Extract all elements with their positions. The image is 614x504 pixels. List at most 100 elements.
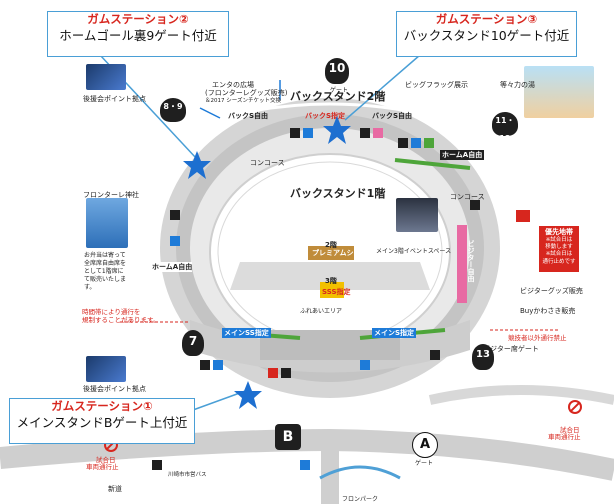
- goods-booth-photo: [86, 64, 126, 90]
- star-icon[interactable]: [322, 115, 352, 145]
- leader-3: [344, 54, 421, 121]
- toilet-icon: [152, 460, 162, 470]
- gate-word: ゲート: [330, 87, 349, 94]
- concourse-right-label: コンコース: [450, 193, 485, 201]
- floor-2-label: 2階: [325, 241, 337, 249]
- gate-a[interactable]: A: [412, 432, 438, 458]
- hospitality-label: 等々力の湯: [500, 81, 535, 89]
- star-icon[interactable]: [182, 150, 212, 180]
- toilet-icon: [170, 236, 180, 246]
- no-visitor-label: 試合日: [560, 426, 580, 434]
- callout-station-2[interactable]: ガムステーション② ホームゴール裏9ゲート付近: [47, 11, 229, 57]
- gate-b[interactable]: B: [275, 424, 301, 450]
- food-icon: [398, 138, 408, 148]
- sss-label: SSS指定: [322, 288, 351, 296]
- concourse-top-label: コンコース: [250, 159, 285, 167]
- back-s-reserved-label: バックS指定: [305, 112, 346, 120]
- callout-title: ガムステーション①: [51, 399, 153, 413]
- callout-title: ガムステーション③: [435, 12, 538, 26]
- season-exchange-label: ＆2017 シーズンチケット交換: [205, 98, 281, 104]
- event-space-photo: [396, 198, 438, 232]
- gate-word: ゲート: [415, 460, 434, 467]
- green-band-back: [394, 158, 471, 170]
- no-visitor-label-2: 車両通行止: [548, 433, 581, 441]
- point-office-top-label: 後援会ポイント拠点: [83, 95, 146, 103]
- callout-subtitle: ホームゴール裏9ゲート付近: [59, 27, 217, 43]
- back-s-seat-label-right: バックS自由: [372, 112, 413, 120]
- red-strip: [516, 210, 530, 222]
- info-icon: [268, 368, 278, 378]
- back-s-seat-label: バックS自由: [228, 112, 269, 120]
- visitor-band: [457, 225, 467, 303]
- toilet-icon: [213, 360, 223, 370]
- toilet-icon: [300, 460, 310, 470]
- gate-8-9[interactable]: 8・9: [160, 98, 186, 122]
- main-ss-label: メインSS指定: [222, 328, 271, 338]
- gate-number: 8・9: [163, 102, 183, 111]
- toilet-icon: [373, 128, 383, 138]
- gate-10[interactable]: 10: [325, 58, 349, 84]
- toilet-icon: [290, 128, 300, 138]
- inner-label: ふれあいエリア: [300, 308, 343, 315]
- main-s-label: メインS指定: [372, 328, 417, 338]
- premium-label-box: [308, 246, 354, 260]
- gate-13[interactable]: 13: [472, 344, 494, 370]
- toilet-icon: [430, 350, 440, 360]
- hospitality-photo: [524, 66, 594, 118]
- visitor-gate-label: ビジター席ゲート: [483, 345, 539, 353]
- info-icon: [303, 128, 313, 138]
- callout-title: ガムステーション②: [87, 12, 189, 26]
- wheelchair-icon: [411, 138, 421, 148]
- walk-line-left: [199, 107, 221, 119]
- point-office-bottom-label: 後援会ポイント拠点: [83, 385, 146, 393]
- warning-line-1: ※試合日は: [545, 237, 573, 244]
- buy-kawasaki-label: Buyかわさき販売: [520, 307, 576, 315]
- food-icon: [170, 210, 180, 220]
- frontale-goods-label: (フロンターレグッズ販売): [205, 89, 288, 97]
- visitor-goods-label: ビジターグッズ販売: [520, 287, 583, 295]
- food-icon: [360, 128, 370, 138]
- fronpark-arc: [319, 465, 401, 480]
- point-booth-photo: [86, 356, 126, 382]
- main-area-label: メイン3階イベントスペース: [376, 248, 452, 255]
- notice-left-label-2: 規制することがあります。: [82, 316, 160, 324]
- food-icon: [200, 360, 210, 370]
- no-entry-icon: [568, 400, 582, 414]
- visitor-label: ビジター自由: [467, 240, 475, 282]
- warning-box: 優先地帯 ※試合日は 移動します ※試合日は 通行止めです: [539, 226, 579, 272]
- entrance-plaza-label: エンタの広場: [212, 81, 254, 89]
- home-a-left-label: ホームA自由: [152, 262, 193, 272]
- gate-number: 13: [476, 349, 490, 360]
- callout-station-3[interactable]: ガムステーション③ バックスタンド10ゲート付近: [396, 11, 577, 57]
- warning-line-4: 通行止めです: [542, 258, 576, 265]
- callout-station-1[interactable]: ガムステーション① メインスタンドBゲート上付近: [9, 398, 195, 444]
- wheelchair-icon: [360, 360, 370, 370]
- shrine-photo: [86, 198, 128, 248]
- food-icon: [281, 368, 291, 378]
- gate-11-12[interactable]: 11・12: [492, 112, 518, 143]
- home-a-right-label: ホームA自由: [440, 150, 485, 160]
- no-car-label-2: 車両通行止: [86, 463, 119, 471]
- no-entry-label: 競技者以外通行禁止: [508, 334, 567, 342]
- gate-number: 10: [328, 61, 346, 75]
- bus-label: 川崎市市営バス: [168, 472, 207, 478]
- gate-letter: B: [282, 429, 294, 445]
- callout-subtitle: バックスタンド10ゲート付近: [403, 27, 570, 43]
- food-icon: [470, 200, 480, 210]
- road-right: [428, 385, 614, 405]
- star-icon[interactable]: [233, 380, 263, 410]
- gate-7[interactable]: 7: [182, 330, 204, 356]
- premium-label: プレミアムシート: [312, 249, 368, 257]
- warning-line-2: 移動します: [545, 244, 573, 251]
- no-car-label: 試合日: [96, 456, 116, 464]
- big-flag-label: ビッグフラッグ展示: [405, 81, 468, 89]
- home-seat-label: ホーム自由: [316, 171, 351, 179]
- callout-subtitle: メインスタンドBゲート上付近: [16, 414, 188, 430]
- smoking-icon: [424, 138, 434, 148]
- back-stand-divider: [219, 102, 441, 120]
- gate-number: 7: [188, 334, 198, 348]
- warning-line-3: ※試合日は: [545, 251, 573, 258]
- info-board-text: お弁当は寄って全席席自由席をとして1階席にて販売いたします。: [84, 252, 127, 292]
